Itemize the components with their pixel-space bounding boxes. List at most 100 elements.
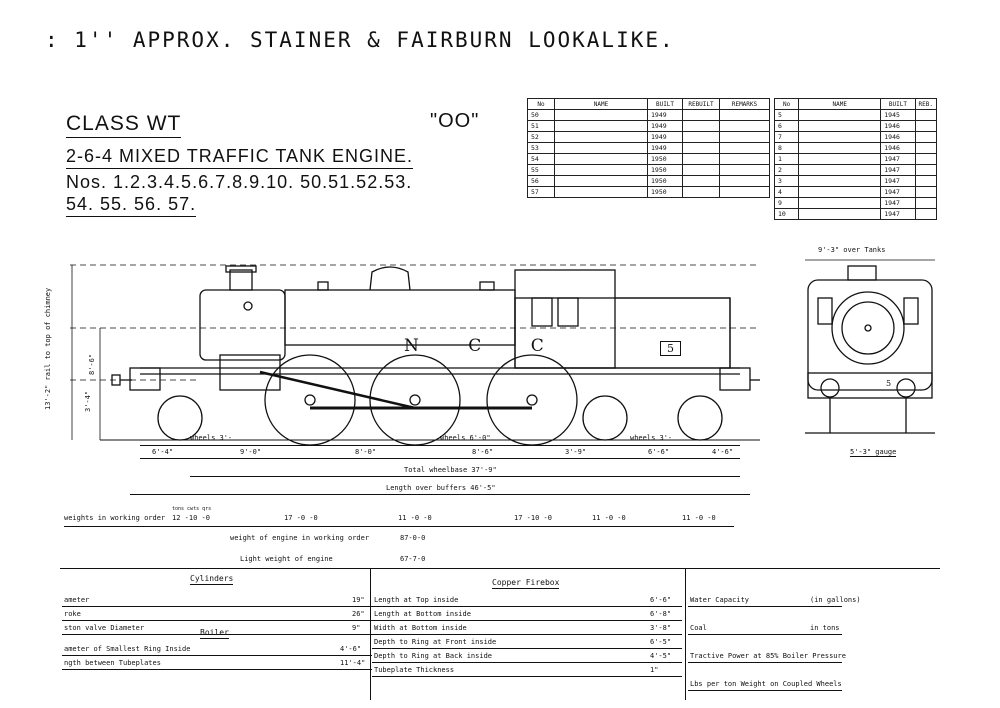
engine-weight-value: 87-0-0 [400, 534, 426, 542]
weights-underline [64, 526, 734, 527]
spec-row-rule [688, 634, 842, 635]
register-cell: 4 [773, 186, 800, 198]
register-cell: 1947 [880, 175, 916, 187]
register-cell [719, 175, 770, 187]
span-2: 9'-0" [240, 448, 262, 456]
register-cell [682, 175, 720, 187]
header-note: : 1'' APPROX. STAINER & FAIRBURN LOOKALI… [45, 28, 675, 52]
col-name: NAME [554, 98, 648, 110]
locomotive-side-elevation [70, 264, 760, 446]
register-cell: 50 [527, 109, 555, 121]
class-title: CLASS WT [66, 112, 182, 138]
spec-divider-2 [685, 568, 686, 700]
col-built: BUILT [647, 98, 683, 110]
other-spec-value: in tons [810, 624, 840, 632]
register-cell: 1946 [880, 142, 916, 154]
register-cell: 10 [773, 208, 800, 220]
engine-weight-label: weight of engine in working order [230, 534, 370, 542]
register-cell [914, 109, 938, 121]
register-cell: 54 [527, 153, 555, 165]
register-cell [798, 186, 882, 198]
span-dim-line [140, 458, 740, 459]
register-cell [719, 153, 770, 165]
register-cell [914, 131, 938, 143]
register-cell: 1945 [880, 109, 916, 121]
spec-row-rule [62, 606, 384, 607]
register-row: 8 1946 [773, 142, 938, 154]
light-weight-label: Light weight of engine [240, 555, 333, 563]
col-no: No [527, 98, 555, 110]
firebox-spec-value: 6'-5" [650, 638, 672, 646]
side-number-plate: 5 [660, 341, 681, 356]
firebox-spec-label: Length at Bottom inside [374, 610, 471, 618]
wheels-drive-dim: wheels 6'-0" [440, 434, 491, 442]
register-cell [798, 153, 882, 165]
register-cell: 53 [527, 142, 555, 154]
register-cell: 1949 [647, 120, 683, 132]
register-cell: 8 [773, 142, 800, 154]
register-cell [719, 109, 770, 121]
register-left-header: No NAME BUILT REBUILT REMARKS [527, 98, 770, 110]
cylinder-spec-label: roke [64, 610, 81, 618]
cylinder-spec-value: 19" [352, 596, 365, 604]
register-cell [719, 186, 770, 198]
register-cell: 55 [527, 164, 555, 176]
firebox-spec-label: Tubeplate Thickness [374, 666, 455, 674]
register-cell [914, 208, 938, 220]
register-cell: 1950 [647, 186, 683, 198]
numbers-line-2: 54. 55. 56. 57. [66, 194, 197, 217]
cylinder-spec-label: ameter [64, 596, 90, 604]
register-cell [554, 142, 648, 154]
span-7: 4'-6" [712, 448, 734, 456]
other-spec-value: (in gallons) [810, 596, 861, 604]
span-6: 6'-6" [648, 448, 670, 456]
register-cell [682, 142, 720, 154]
tank-lettering: N C C [404, 336, 566, 356]
tanks-width-dim: 9'-3" over Tanks [818, 246, 886, 254]
spec-row-rule [62, 655, 372, 656]
register-cell [914, 197, 938, 209]
register-right-header: No NAME BUILT REB. [773, 98, 938, 110]
register-cell: 9 [773, 197, 800, 209]
firebox-spec-label: Width at Bottom inside [374, 624, 467, 632]
length-dim-line [130, 494, 750, 495]
boiler-spec-value: 4'-6" [340, 645, 362, 653]
register-cell [719, 142, 770, 154]
register-cell [682, 120, 720, 132]
col-remarks: REMARKS [719, 98, 770, 110]
boiler-title: Boiler [200, 628, 229, 639]
register-cell: 56 [527, 175, 555, 187]
register-cell [914, 120, 938, 132]
col-name: NAME [798, 98, 882, 110]
cylinder-spec-value: 26" [352, 610, 365, 618]
register-cell: 1950 [647, 175, 683, 187]
register-cell [554, 186, 648, 198]
spec-row-rule [688, 690, 842, 691]
height-buffer-dim: 3'-4" [84, 390, 92, 412]
col-no: No [773, 98, 800, 110]
span-1: 6'-4" [152, 448, 174, 456]
register-cell [554, 175, 648, 187]
wheelbase-dim-line [190, 476, 740, 477]
register-cell [554, 109, 648, 121]
firebox-spec-value: 1" [650, 666, 659, 674]
register-cell: 1 [773, 153, 800, 165]
firebox-spec-value: 6'-6" [650, 596, 672, 604]
register-cell [798, 109, 882, 121]
register-cell: 1949 [647, 131, 683, 143]
cylinder-spec-label: ston valve Diameter [64, 624, 145, 632]
register-cell [554, 131, 648, 143]
wheel-dim-line [140, 445, 740, 446]
register-cell: 1946 [880, 120, 916, 132]
cylinder-spec-value: 9" [352, 624, 361, 632]
numbers-line-1: Nos. 1.2.3.4.5.6.7.8.9.10. 50.51.52.53. [66, 172, 413, 192]
